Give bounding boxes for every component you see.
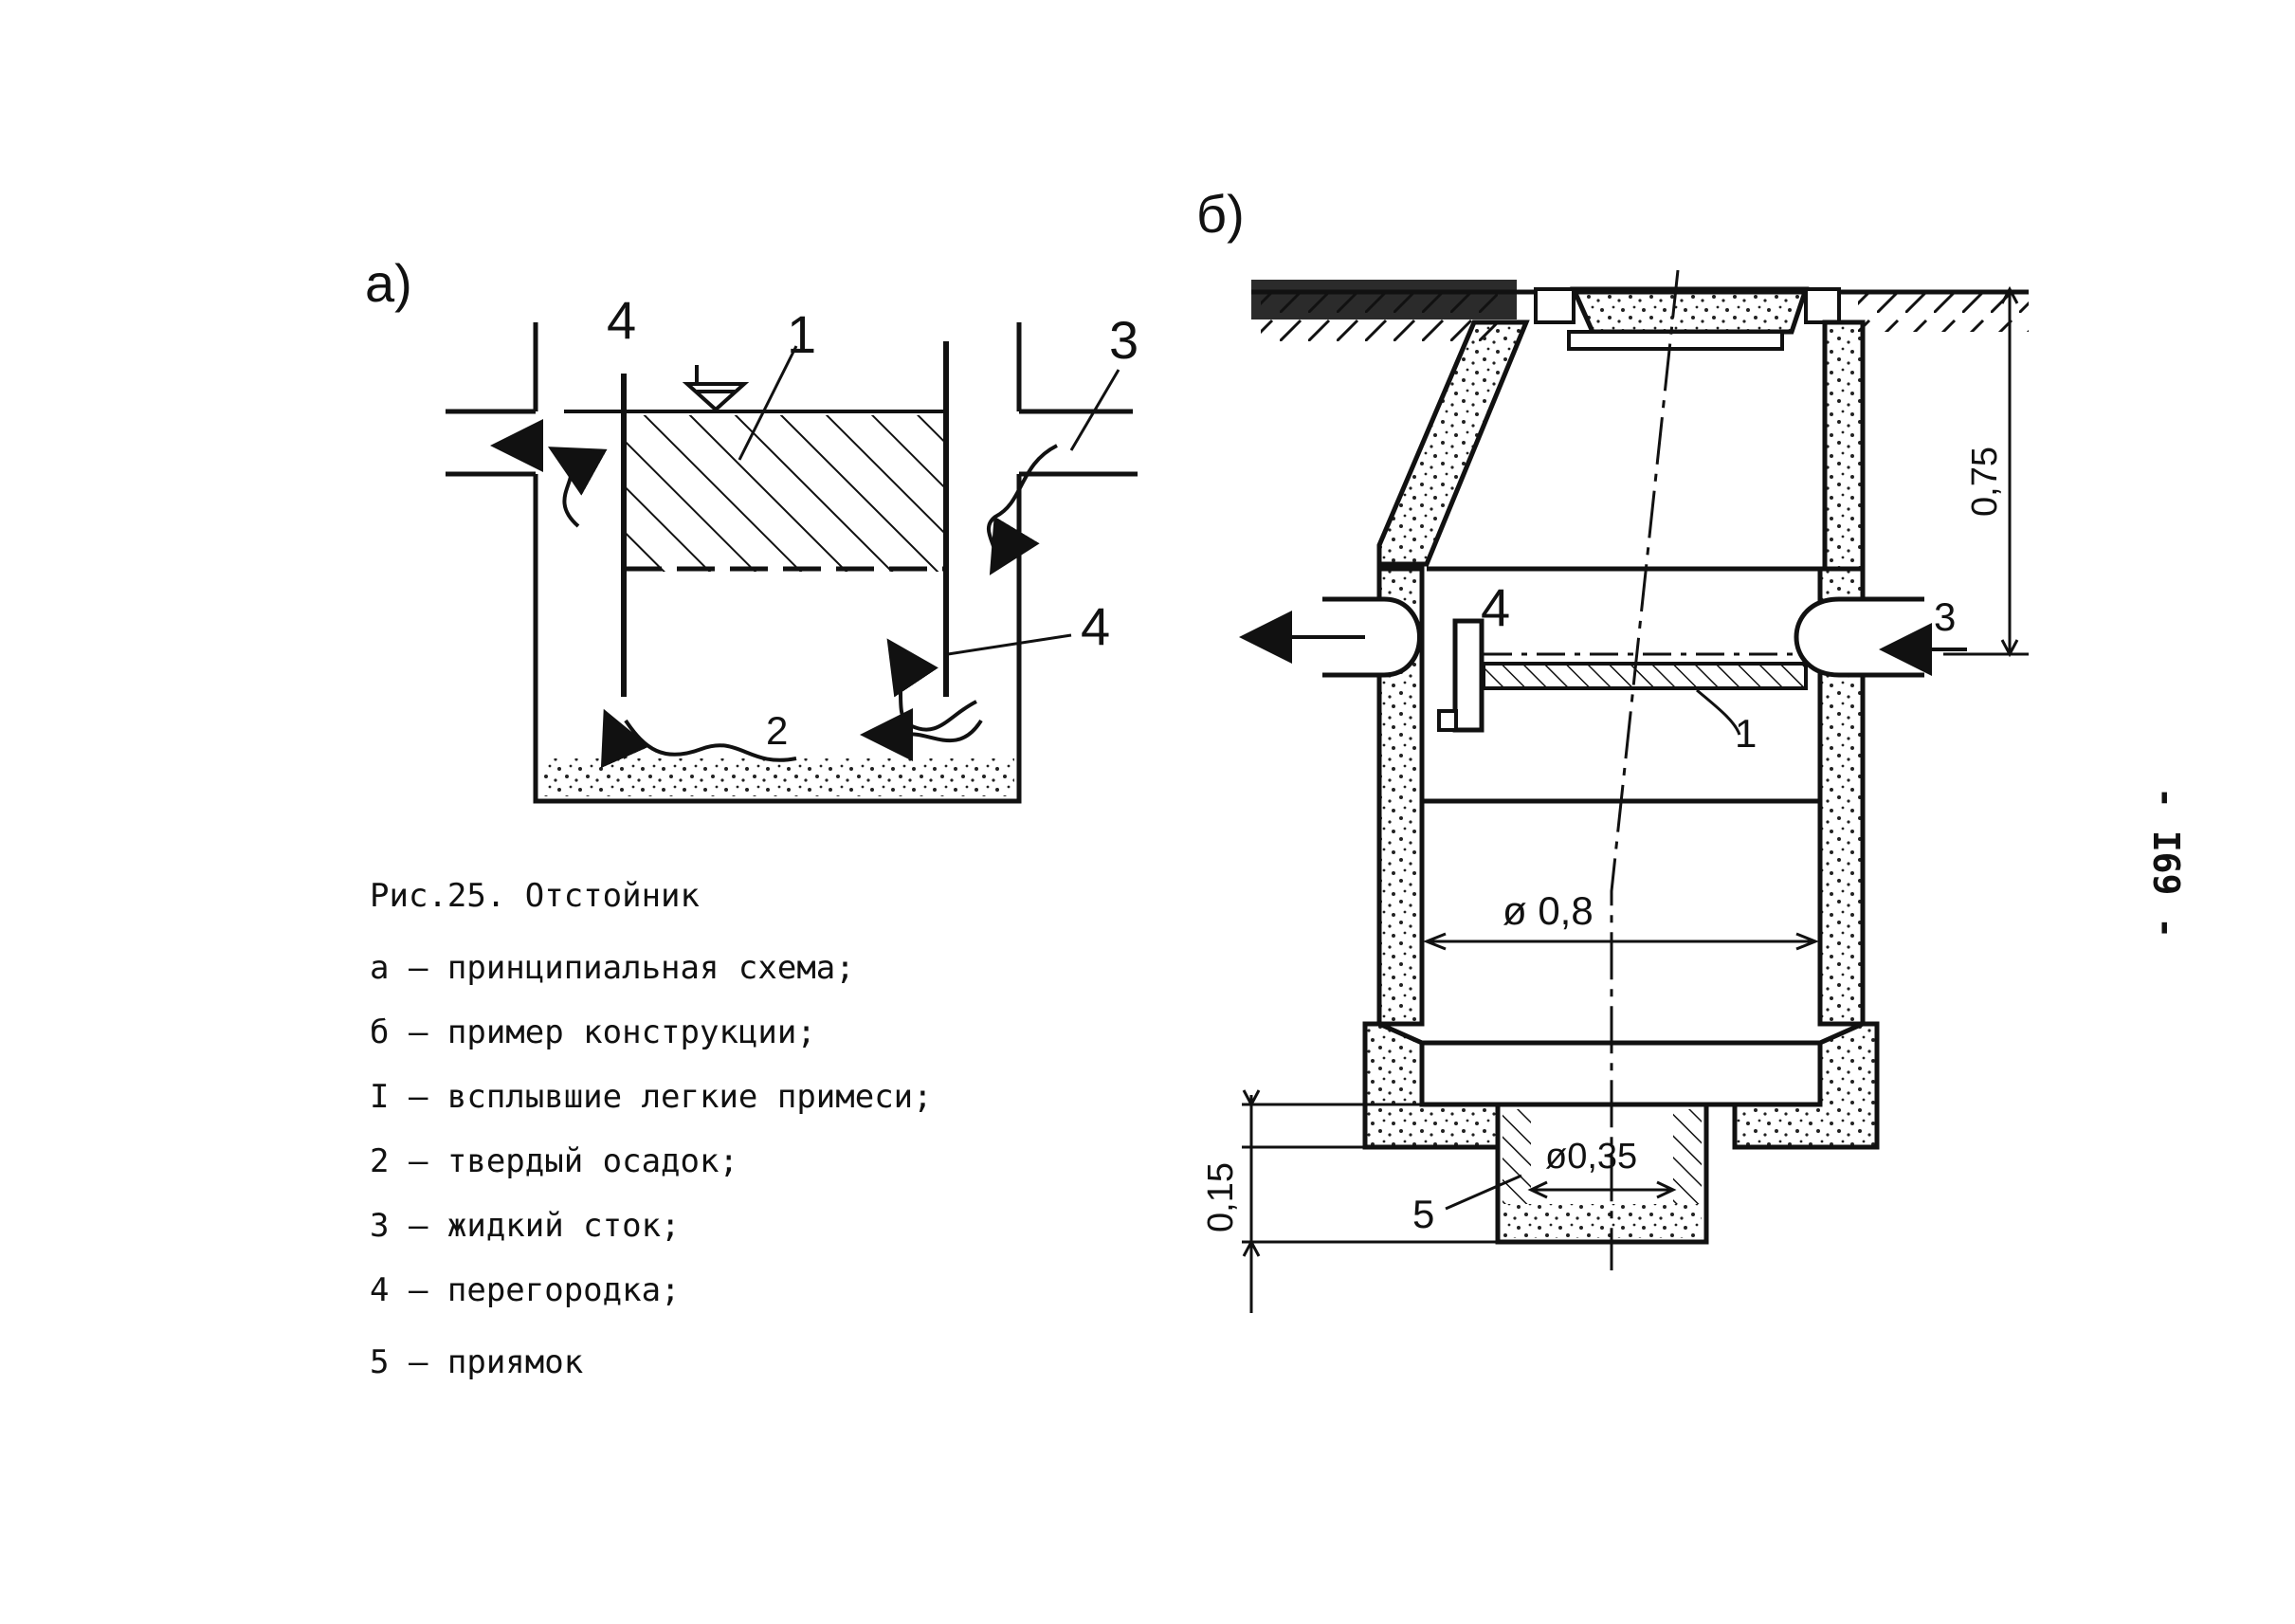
page-number: - I69 - xyxy=(2145,787,2187,939)
baffle-handle xyxy=(1452,618,1484,733)
callout-2-a: 2 xyxy=(766,708,788,753)
dimension-0-15 xyxy=(1242,1089,1507,1313)
page-number-text: - I69 - xyxy=(2145,787,2187,939)
ground-hatch-left xyxy=(1261,294,1498,346)
manhole-cover xyxy=(1570,286,1810,335)
solid-sediment xyxy=(542,758,1014,796)
floating-baffle-plate xyxy=(1482,662,1808,690)
dimension-0-75 xyxy=(1943,285,2029,658)
caption-item: 3 – жидкий сток; xyxy=(370,1207,681,1245)
callout-3-b: 3 xyxy=(1934,594,1956,639)
outlet-pipe-a xyxy=(446,322,538,477)
dimension-height-top: 0,75 xyxy=(1965,447,2005,517)
panel-a-scheme: а) xyxy=(365,253,1138,804)
caption-item: 2 – твердый осадок; xyxy=(370,1142,738,1180)
dimension-height-sump: 0,15 xyxy=(1201,1162,1241,1232)
outlet-pipe-b xyxy=(1322,596,1422,678)
caption-item: I – всплывшие легкие примеси; xyxy=(370,1078,933,1116)
callout-1-a: 1 xyxy=(787,304,816,364)
inlet-pipe-a xyxy=(1016,322,1138,477)
ground-hatch-right xyxy=(1858,294,2029,332)
callout-4-left-a: 4 xyxy=(607,290,636,350)
caption-item: 5 – приямок xyxy=(370,1343,584,1381)
inlet-pipe-b xyxy=(1794,596,1924,678)
caption-title: Рис.25. Отстойник xyxy=(370,877,700,915)
flow-arrows-a xyxy=(490,419,1058,769)
callout-5-b: 5 xyxy=(1412,1192,1434,1236)
dimension-diameter-main xyxy=(1422,932,1820,951)
figure-caption: Рис.25. Отстойник а – принципиальная схе… xyxy=(370,877,1223,1395)
callout-3-a: 3 xyxy=(1109,310,1138,370)
callout-4-right-a: 4 xyxy=(1081,596,1110,656)
tank-walls-a xyxy=(533,474,1022,804)
water-level-icon xyxy=(682,382,750,412)
dimension-diameter-sump xyxy=(1527,1180,1677,1199)
caption-item: б – пример конструкции; xyxy=(370,1013,816,1051)
cone-wall-right xyxy=(1822,319,1866,572)
panel-b-construction: б) xyxy=(1196,184,2029,1313)
floating-impurities-layer xyxy=(624,415,946,572)
cone-wall-left xyxy=(1376,319,1530,567)
center-axis xyxy=(1610,269,1680,1270)
dimension-diameter-sump-label: ø0,35 xyxy=(1545,1137,1637,1177)
callout-1-b: 1 xyxy=(1735,711,1757,756)
panel-a-label: а) xyxy=(365,253,412,313)
panel-b-label: б) xyxy=(1196,184,1245,244)
caption-item: 4 – перегородка; xyxy=(370,1271,681,1309)
callout-4-b: 4 xyxy=(1481,577,1510,637)
dimension-diameter-main-label: ø 0,8 xyxy=(1503,888,1594,933)
caption-item: а – принципиальная схема; xyxy=(370,949,855,987)
